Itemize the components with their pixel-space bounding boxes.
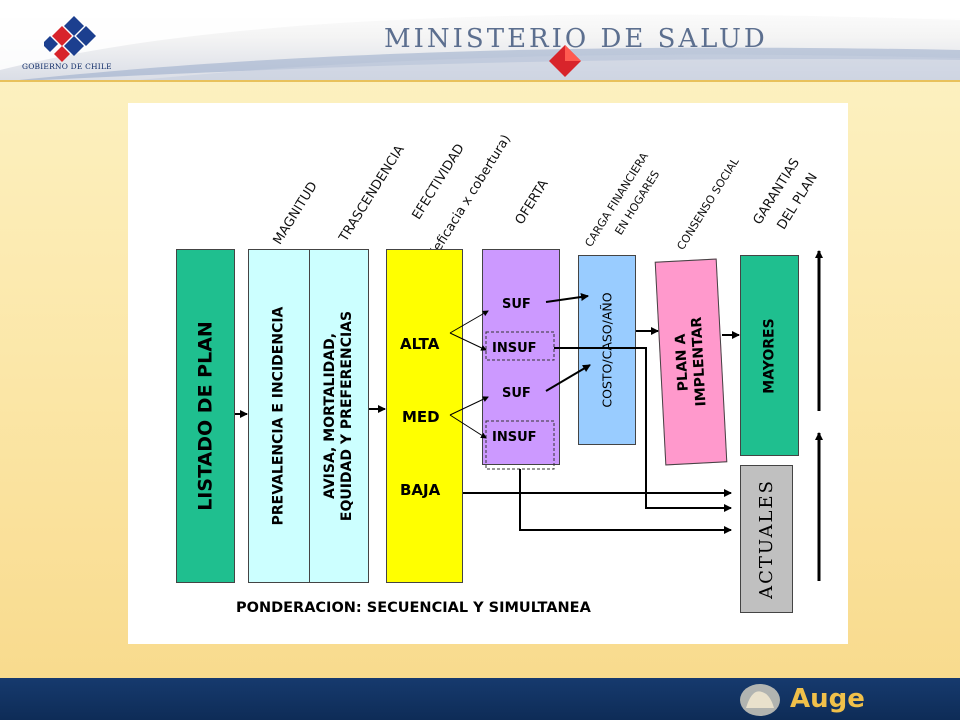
arrow-med-insuf	[449, 414, 487, 439]
prevalencia-box: PREVALENCIA E INCIDENCIA	[248, 249, 310, 583]
arrow-alta-insuf	[449, 332, 487, 351]
oferta-insuf-1: INSUF	[492, 341, 537, 356]
level-med: MED	[402, 408, 440, 426]
costo-box: COSTO/CASO/AÑO	[578, 255, 636, 445]
level-alta: ALTA	[400, 335, 440, 353]
insuf-dashed-frame-1	[485, 331, 555, 361]
government-label: GOBIERNO DE CHILE	[22, 62, 112, 71]
red-diamond-icon	[549, 45, 581, 77]
arrow-suf2-costo	[545, 364, 591, 392]
arrow-suf1-costo	[545, 293, 589, 303]
avisa-box: AVISA, MORTALIDAD, EQUIDAD Y PREFERENCIA…	[309, 249, 369, 583]
arrow-alta-suf	[449, 310, 489, 334]
header-divider	[0, 80, 960, 82]
ponderacion-label: PONDERACION: SECUENCIAL Y SIMULTANEA	[236, 600, 591, 616]
arrow-med-suf	[449, 396, 489, 416]
oferta-suf-2: SUF	[502, 386, 531, 401]
arrow-insuf1-actuales	[554, 347, 732, 512]
diagram-connectors	[235, 250, 823, 581]
footer: Auge	[0, 678, 960, 720]
efectividad-box	[386, 249, 463, 583]
actuales-box: ACTUALES	[740, 465, 793, 613]
hands-icon	[740, 684, 780, 716]
listado-de-plan-box: LISTADO DE PLAN	[176, 249, 235, 583]
oferta-box	[482, 249, 560, 465]
insuf-dashed-frame-2	[485, 420, 555, 470]
oferta-suf-1: SUF	[502, 297, 531, 312]
header-swoosh-decoration	[0, 0, 960, 82]
mayores-box: MAYORES	[740, 255, 799, 456]
diagram-panel: MAGNITUD TRASCENDENCIA EFECTIVIDAD (efic…	[128, 103, 848, 644]
header: GOBIERNO DE CHILE MINISTERIO DE SALUD	[0, 0, 960, 82]
ministry-title: MINISTERIO DE SALUD	[384, 24, 768, 54]
oferta-insuf-2: INSUF	[492, 430, 537, 445]
level-baja: BAJA	[400, 481, 441, 499]
chile-government-logo-icon	[44, 16, 96, 62]
auge-brand: Auge	[790, 684, 865, 714]
arrow-insuf2-actuales	[519, 469, 732, 534]
